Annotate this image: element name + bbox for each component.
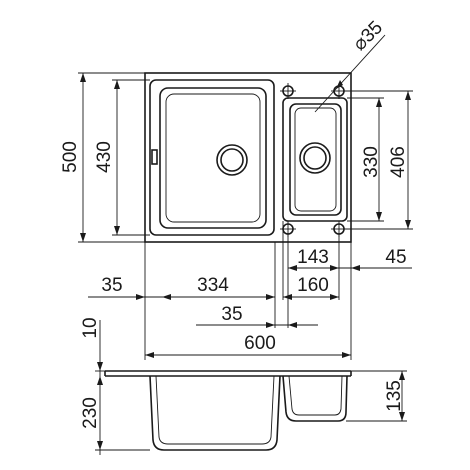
- rim-dimension-10: 10: [80, 317, 105, 385]
- total-width-dimension-600: 600: [145, 333, 351, 358]
- overflow-slot: [151, 149, 158, 165]
- width-dimension-143: 143: [288, 247, 339, 271]
- width-dimension-160: 160: [283, 275, 339, 300]
- left-margin-dimension-35: 35: [88, 275, 145, 300]
- depth-dimension-230: 230: [80, 376, 150, 455]
- dimension-label-600: 600: [244, 333, 276, 354]
- dimension-label-45: 45: [385, 247, 406, 268]
- dimension-label-left-35: 35: [101, 275, 122, 296]
- left-drain-outer: [216, 144, 248, 176]
- width-dimension-334: 334: [145, 275, 275, 300]
- height-dimension-406: 406: [344, 90, 413, 230]
- width-dimension-45: 45: [339, 247, 412, 271]
- left-bowl-basin: [165, 93, 261, 223]
- dimension-label-10: 10: [80, 317, 101, 338]
- dimension-label-143: 143: [297, 247, 329, 268]
- sink-outer-rim: [144, 72, 352, 243]
- dimension-label-135: 135: [384, 380, 405, 412]
- dimension-label-406: 406: [388, 146, 409, 178]
- height-dimension-500: 500: [60, 72, 145, 243]
- dimension-label-330: 330: [361, 146, 382, 178]
- right-bowl-outer: [282, 97, 348, 222]
- right-bowl-inner: [289, 103, 342, 216]
- extension-lines: [144, 221, 352, 360]
- left-drain-inner: [220, 148, 244, 172]
- small-bowl-profile: [282, 375, 348, 422]
- height-dimension-330: 330: [347, 97, 384, 222]
- dimension-label-334: 334: [197, 275, 229, 296]
- dimension-label-430: 430: [94, 141, 115, 173]
- right-bowl-basin: [294, 107, 337, 212]
- large-bowl-inner: [155, 375, 275, 445]
- large-bowl-profile: [149, 375, 281, 451]
- dimension-label-diameter: ⌀35: [349, 17, 387, 55]
- sink-side-view: [104, 370, 352, 451]
- height-dimension-430: 430: [94, 79, 150, 236]
- divider-dimension-35: 35: [196, 304, 318, 328]
- dimension-label-500: 500: [60, 141, 81, 173]
- dimension-label-230: 230: [80, 397, 101, 429]
- small-bowl-inner: [288, 375, 343, 416]
- sink-top-view: [144, 72, 352, 243]
- dimension-label-160: 160: [297, 275, 329, 296]
- depth-dimension-135: 135: [346, 370, 407, 422]
- left-bowl-outer: [149, 79, 275, 236]
- right-drain-inner: [303, 146, 327, 170]
- right-drain-outer: [299, 142, 331, 174]
- dimension-label-divider-35: 35: [221, 304, 242, 325]
- left-bowl-inner: [159, 87, 267, 229]
- tap-hole-top-left: [280, 83, 296, 99]
